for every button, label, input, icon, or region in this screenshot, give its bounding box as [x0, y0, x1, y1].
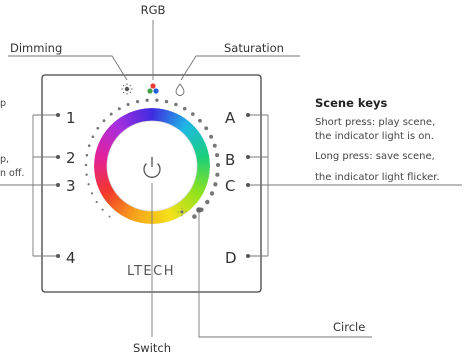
indicator-dot [215, 162, 221, 168]
left-desc-line2: p, [0, 154, 9, 165]
indicator-dot [209, 191, 215, 196]
indicator-dot [212, 143, 217, 148]
rgb-dots-icon [147, 83, 159, 94]
indicator-dot [204, 126, 209, 131]
circle-label: Circle [333, 320, 365, 334]
indicator-dot [198, 118, 202, 123]
scene-keys-title: Scene keys [315, 96, 388, 110]
indicator-dot [85, 173, 88, 176]
indicator-dot [84, 163, 88, 167]
indicator-dot [85, 153, 89, 157]
indicator-dot [90, 192, 94, 195]
indicator-dot [102, 119, 106, 123]
indicator-dot [87, 144, 91, 148]
left-bracket [0, 113, 60, 258]
key-1[interactable]: 1 [66, 109, 76, 127]
circle-leader [198, 213, 372, 338]
power-icon[interactable] [143, 157, 161, 178]
key-2-label[interactable]: 2 [66, 149, 76, 167]
indicator-dot [145, 98, 149, 102]
indicator-dot [209, 134, 214, 139]
indicator-dot [117, 107, 121, 111]
key-d[interactable]: D [225, 249, 237, 267]
indicator-dot [174, 102, 178, 107]
scene-long-line2: the indicator light flicker. [315, 172, 440, 183]
left-desc-line1: p [0, 98, 6, 109]
key-4[interactable]: 4 [66, 249, 76, 267]
key-b[interactable]: B [225, 151, 235, 169]
indicator-dot [213, 182, 218, 187]
scene-short-line1: Short press: play scene, [315, 117, 435, 128]
key-3-label[interactable]: 3 [66, 177, 76, 195]
indicator-dot [215, 153, 220, 158]
right-bracket [246, 113, 462, 258]
indicator-dot [109, 112, 113, 116]
indicator-dot [215, 172, 220, 177]
indicator-dot [96, 126, 100, 130]
indicator-dot [205, 199, 210, 205]
indicator-dot [182, 106, 187, 111]
circle-leader-dot [196, 207, 202, 213]
indicator-dot [101, 208, 104, 211]
scene-short-line2: the indicator light is on. [315, 131, 434, 142]
indicator-dot [190, 112, 195, 116]
indicator-dot [135, 100, 140, 104]
indicator-dot [91, 135, 95, 139]
indicator-dot [87, 183, 90, 186]
key-c-label[interactable]: C [225, 177, 236, 195]
circle-indicator-dots [84, 98, 221, 219]
key-a[interactable]: A [225, 109, 236, 127]
indicator-dot [155, 98, 159, 102]
sun-icon [121, 83, 133, 95]
indicator-dot [164, 99, 169, 104]
indicator-dot [95, 200, 98, 204]
dimming-leader [8, 55, 128, 81]
scene-long-line1: Long press: save scene, [315, 151, 435, 162]
indicator-dot [108, 215, 111, 218]
brightness-small-icon [177, 207, 187, 217]
rgb-label: RGB [141, 3, 166, 17]
left-desc-line3: n off. [0, 168, 24, 179]
dimming-label: Dimming [10, 41, 62, 55]
brand-logo: LTECH [127, 264, 175, 279]
saturation-leader [180, 55, 300, 81]
saturation-label: Saturation [224, 41, 284, 55]
switch-label: Switch [133, 341, 171, 355]
drop-icon [175, 83, 185, 96]
indicator-dot [192, 214, 197, 219]
indicator-dot [126, 102, 130, 107]
